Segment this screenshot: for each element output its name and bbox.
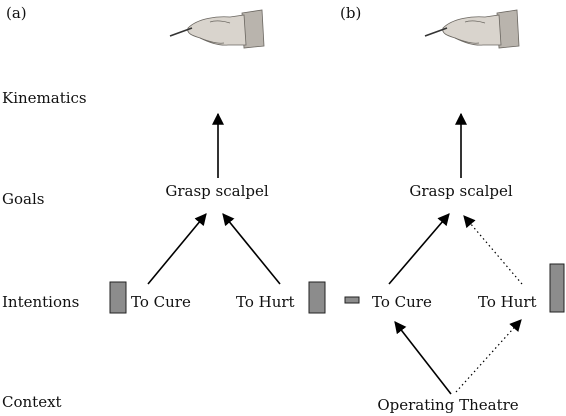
- panel-b-label: (b): [340, 4, 361, 22]
- intention-strength-bar-to-cure-a: [109, 281, 127, 314]
- intention-strength-bar-to-cure-b: [344, 296, 360, 304]
- level-kinematics-label: Kinematics: [2, 89, 87, 107]
- hand-with-scalpel-icon: [424, 9, 520, 49]
- intention-node-to-cure-b: To Cure: [372, 293, 432, 311]
- dotted-arrow-hurt-to-goal-b: [463, 215, 523, 285]
- arrow-hurt-to-goal-a: [222, 213, 281, 285]
- level-context-label: Context: [2, 393, 62, 411]
- intention-strength-bar-to-hurt-a: [308, 281, 326, 314]
- panel-a-label: (a): [6, 4, 27, 22]
- arrow-cure-to-goal-a: [147, 213, 207, 285]
- intention-strength-bar-to-hurt-b: [549, 263, 565, 313]
- level-goals-label: Goals: [2, 190, 44, 208]
- dotted-arrow-context-to-hurt-b: [455, 319, 522, 393]
- level-intentions-label: Intentions: [2, 293, 79, 311]
- goal-node-b: Grasp scalpel: [409, 182, 512, 200]
- hand-with-scalpel-icon: [169, 9, 265, 49]
- intention-node-to-hurt-b: To Hurt: [478, 293, 537, 311]
- intention-node-to-hurt-a: To Hurt: [236, 293, 295, 311]
- context-node-operating-theatre-b: Operating Theatre: [377, 396, 518, 414]
- goal-node-a: Grasp scalpel: [165, 182, 268, 200]
- arrow-context-to-cure-b: [394, 321, 452, 395]
- arrow-cure-to-goal-b: [388, 213, 450, 285]
- intention-node-to-cure-a: To Cure: [131, 293, 191, 311]
